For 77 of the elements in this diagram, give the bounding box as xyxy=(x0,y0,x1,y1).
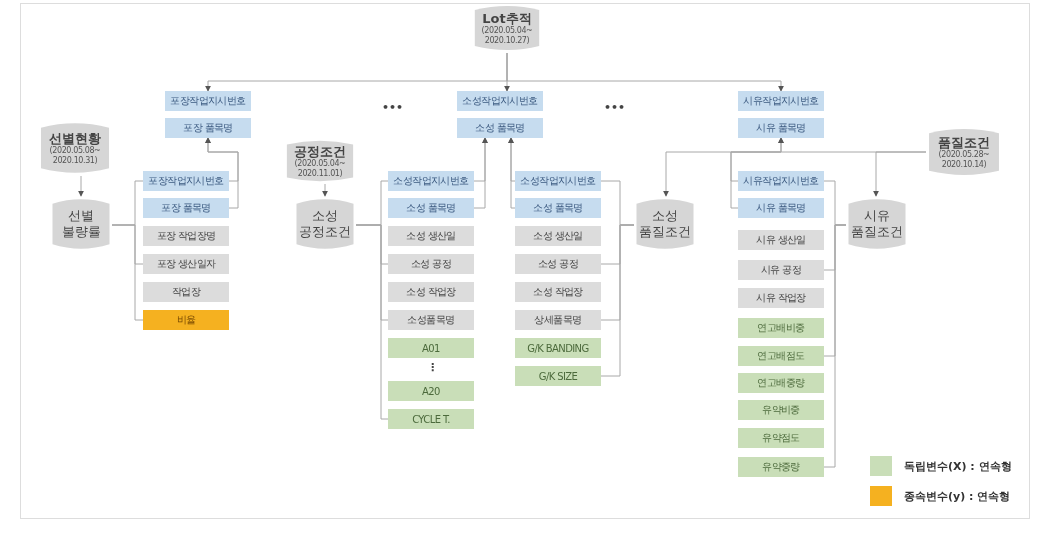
arrow xyxy=(730,137,784,209)
cylinder-node xyxy=(634,196,696,252)
attribute-box: 유약점도 xyxy=(738,428,824,448)
arrow xyxy=(205,137,239,209)
attribute-box: 시유 공정 xyxy=(738,260,824,280)
attribute-box: 시유작업지시번호 xyxy=(738,171,824,191)
attribute-box: 소성작업지시번호 xyxy=(457,91,543,111)
node-title: 소성 공정조건 xyxy=(298,208,352,240)
node-title: 시유 품질조건 xyxy=(850,208,904,240)
attribute-box: 소성 작업장 xyxy=(388,282,474,302)
attribute-box: G/K BANDING xyxy=(515,338,601,358)
attribute-box: 시유 품목명 xyxy=(738,118,824,138)
cylinder-node xyxy=(284,138,356,184)
attribute-box: 작업장 xyxy=(143,282,229,302)
attribute-box: 연고배비중 xyxy=(738,318,824,338)
date-range: (2020.05.08~ 2020.10.31) xyxy=(48,145,102,166)
ellipsis-mark: ••• xyxy=(604,101,626,114)
connector-line xyxy=(600,224,635,377)
attribute-box: G/K SIZE xyxy=(515,366,601,386)
attribute-box: 시유작업지시번호 xyxy=(738,91,824,111)
cylinder-node xyxy=(846,196,908,252)
attribute-box: 소성작업지시번호 xyxy=(515,171,601,191)
attribute-box: 소성 작업장 xyxy=(515,282,601,302)
attribute-box: 비율 xyxy=(143,310,229,330)
attribute-box: 상세품목명 xyxy=(515,310,601,330)
date-range: (2020.05.28~ 2020.10.14) xyxy=(937,149,991,170)
attribute-box: 포장 작업장명 xyxy=(143,226,229,246)
attribute-box: A20 xyxy=(388,381,474,401)
attribute-box: 포장 품목명 xyxy=(143,198,229,218)
attribute-box: 시유 생산일 xyxy=(738,230,824,250)
attribute-box: 포장 생산일자 xyxy=(143,254,229,274)
node-title: 소성 품질조건 xyxy=(638,208,692,240)
date-range: (2020.05.04~ 2020.10.27) xyxy=(480,25,534,46)
attribute-box: 소성 품목명 xyxy=(388,198,474,218)
node-title: 선별현황 xyxy=(49,130,101,146)
connector-line xyxy=(111,224,144,321)
attribute-box: 유약비중 xyxy=(738,400,824,420)
node-title: 선별 불량률 xyxy=(60,208,102,240)
cylinder-node xyxy=(294,196,356,252)
attribute-box: 소성 품목명 xyxy=(515,198,601,218)
arrow xyxy=(78,175,84,197)
attribute-box: CYCLE T. xyxy=(388,409,474,429)
node-title: Lot추적 xyxy=(482,10,532,26)
arrow xyxy=(873,151,927,197)
attribute-box: A01 xyxy=(388,338,474,358)
connector-line xyxy=(823,224,847,468)
cylinder-node xyxy=(926,126,1002,178)
vertical-ellipsis: ⋮ xyxy=(427,361,438,374)
attribute-box: 연고배중량 xyxy=(738,373,824,393)
arrow xyxy=(322,183,328,197)
attribute-box: 포장작업지시번호 xyxy=(143,171,229,191)
date-range: (2020.05.04~ 2020.11.01) xyxy=(293,158,347,179)
attribute-box: 소성작업지시번호 xyxy=(388,171,474,191)
legend-label: 종속변수(y) : 연속형 xyxy=(904,488,1011,504)
cylinder-node xyxy=(38,120,112,176)
ellipsis-mark: ••• xyxy=(382,101,404,114)
attribute-box: 소성 생산일 xyxy=(515,226,601,246)
attribute-box: 소성 품목명 xyxy=(457,118,543,138)
attribute-box: 소성품목명 xyxy=(388,310,474,330)
attribute-box: 시유 작업장 xyxy=(738,288,824,308)
cylinder-node xyxy=(50,196,112,252)
attribute-box: 연고배점도 xyxy=(738,346,824,366)
arrow xyxy=(473,137,488,209)
arrow xyxy=(506,52,784,92)
attribute-box: 소성 공정 xyxy=(388,254,474,274)
legend-label: 독립변수(X) : 연속형 xyxy=(904,458,1012,474)
node-title: 공정조건 xyxy=(294,143,346,159)
attribute-box: 유약중량 xyxy=(738,457,824,477)
attribute-box: 시유 품목명 xyxy=(738,198,824,218)
arrow xyxy=(508,137,516,209)
attribute-box: 소성 생산일 xyxy=(388,226,474,246)
cylinder-node xyxy=(472,3,542,53)
node-title: 품질조건 xyxy=(938,134,990,150)
connector-line xyxy=(355,224,389,420)
attribute-box: 소성 공정 xyxy=(515,254,601,274)
attribute-box: 포장작업지시번호 xyxy=(165,91,251,111)
attribute-box: 포장 품목명 xyxy=(165,118,251,138)
